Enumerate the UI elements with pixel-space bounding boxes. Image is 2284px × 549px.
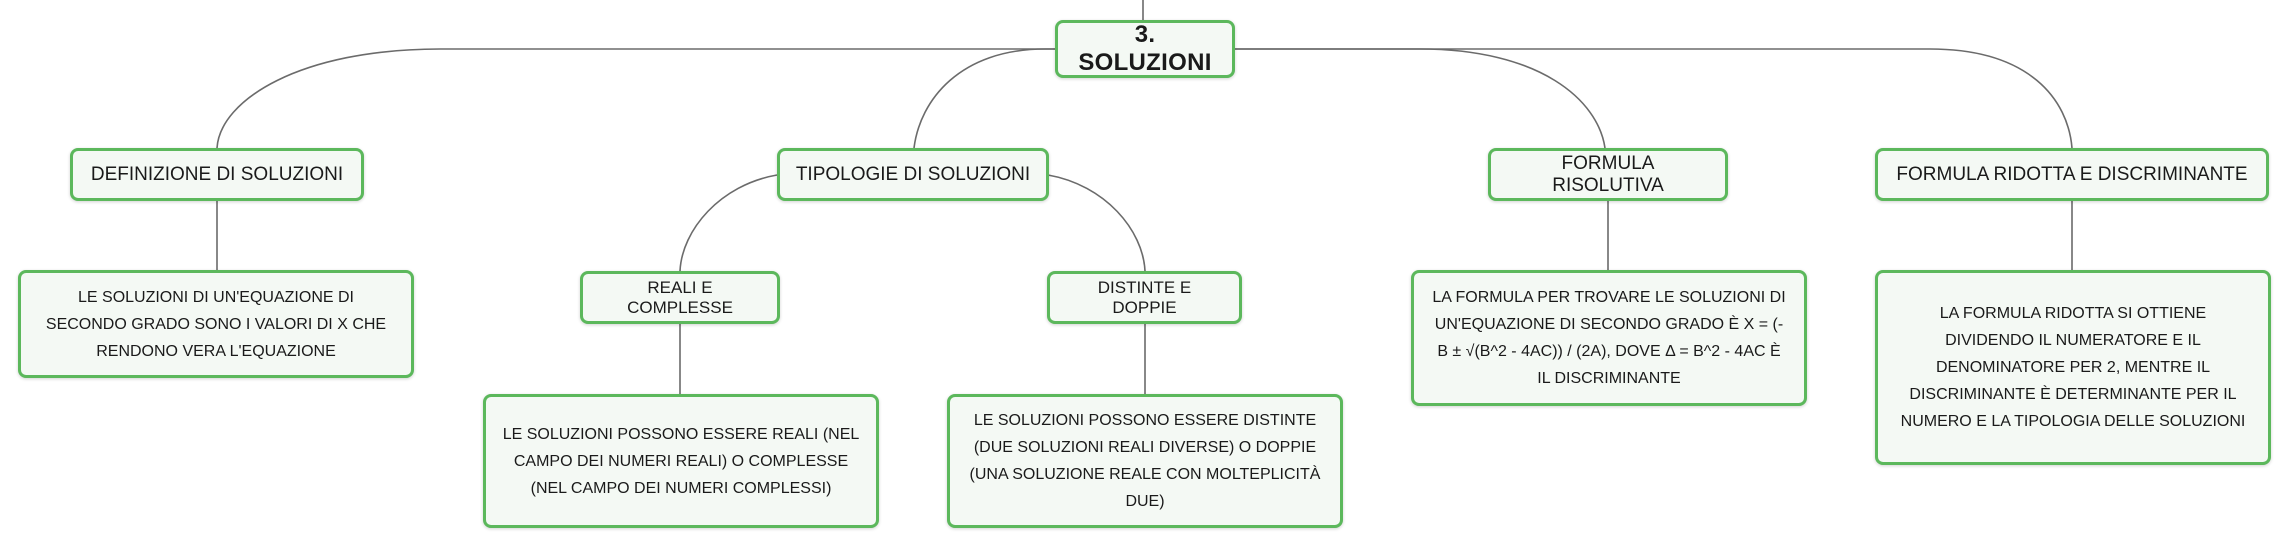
- desc-definizione[interactable]: LE SOLUZIONI DI UN'EQUAZIONE DI SECONDO …: [18, 270, 414, 378]
- topic-label: FORMULA RISOLUTIVA: [1552, 152, 1664, 196]
- connector-root-definizione: [216, 48, 1055, 149]
- subtopic-label: DISTINTE E DOPPIE: [1097, 277, 1192, 317]
- connector-root-ridotta: [1232, 48, 2073, 149]
- topic-definizione-soluzioni[interactable]: DEFINIZIONE DI SOLUZIONI: [70, 148, 364, 201]
- desc-reali-complesse[interactable]: LE SOLUZIONI POSSONO ESSERE REALI (NEL C…: [483, 394, 879, 528]
- topic-label: TIPOLOGIE DI SOLUZIONI: [795, 163, 1031, 185]
- subtopic-label: REALI E COMPLESSE: [627, 277, 733, 317]
- subtopic-distinte-doppie[interactable]: DISTINTE E DOPPIE: [1047, 271, 1242, 324]
- topic-label: FORMULA RIDOTTA E DISCRIMINANTE: [1896, 163, 2248, 185]
- topic-formula-risolutiva[interactable]: FORMULA RISOLUTIVA: [1488, 148, 1728, 201]
- desc-distinte-doppie[interactable]: LE SOLUZIONI POSSONO ESSERE DISTINTE (DU…: [947, 394, 1343, 528]
- desc-formula-ridotta[interactable]: LA FORMULA RIDOTTA SI OTTIENE DIVIDENDO …: [1875, 270, 2271, 465]
- subtopic-reali-complesse[interactable]: REALI E COMPLESSE: [580, 271, 780, 324]
- desc-text: LA FORMULA RIDOTTA SI OTTIENE DIVIDENDO …: [1900, 305, 2246, 430]
- root-node[interactable]: 3. SOLUZIONI: [1055, 20, 1235, 78]
- connector-root-tipologie: [913, 48, 1055, 149]
- root-label: 3. SOLUZIONI: [1078, 21, 1212, 76]
- connector-tipologie-reali: [679, 174, 778, 272]
- desc-formula-risolutiva[interactable]: LA FORMULA PER TROVARE LE SOLUZIONI DI U…: [1411, 270, 1807, 406]
- connector-root-formula: [1232, 48, 1606, 149]
- desc-text: LE SOLUZIONI POSSONO ESSERE DISTINTE (DU…: [969, 412, 1321, 510]
- desc-text: LE SOLUZIONI POSSONO ESSERE REALI (NEL C…: [502, 425, 860, 497]
- topic-formula-ridotta-discriminante[interactable]: FORMULA RIDOTTA E DISCRIMINANTE: [1875, 148, 2269, 201]
- connector-tipologie-distinte: [1047, 174, 1146, 272]
- desc-text: LE SOLUZIONI DI UN'EQUAZIONE DI SECONDO …: [45, 288, 387, 360]
- desc-text: LA FORMULA PER TROVARE LE SOLUZIONI DI U…: [1432, 289, 1786, 387]
- topic-tipologie-soluzioni[interactable]: TIPOLOGIE DI SOLUZIONI: [777, 148, 1049, 201]
- topic-label: DEFINIZIONE DI SOLUZIONI: [90, 163, 344, 185]
